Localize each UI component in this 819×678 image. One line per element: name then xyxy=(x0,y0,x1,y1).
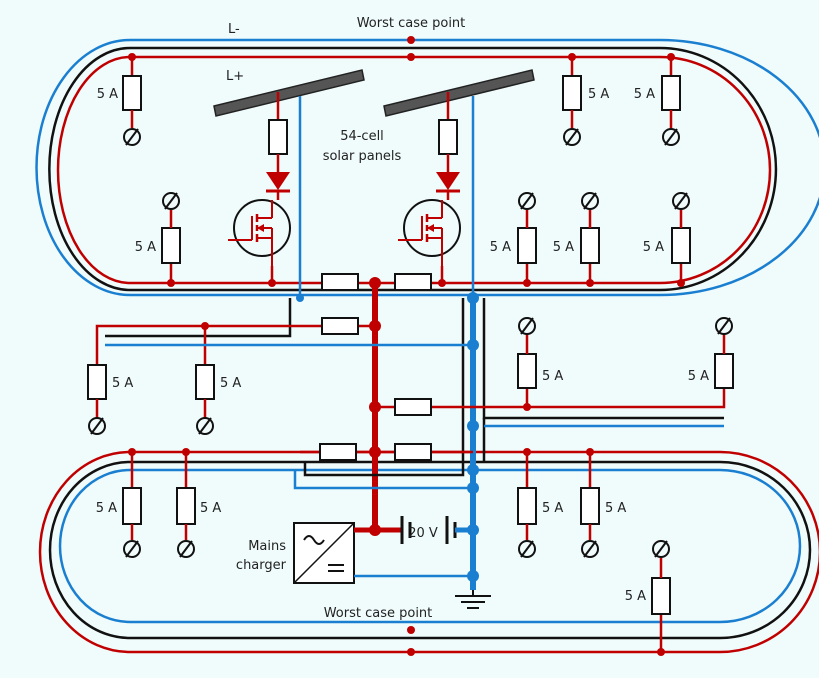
load-icon xyxy=(672,192,690,210)
diode-icon xyxy=(436,172,460,190)
worst-case-label-bottom: Worst case point xyxy=(324,606,433,621)
load-icon xyxy=(581,540,599,558)
solar-panel-left xyxy=(213,69,365,302)
mains-charger xyxy=(293,522,473,584)
l-plus-label: L+ xyxy=(226,69,244,84)
bottom-feed xyxy=(293,443,473,490)
l-minus-label: L- xyxy=(228,22,240,37)
fuse-rating-label: 5 A xyxy=(605,501,626,516)
fuse-rating-label: 5 A xyxy=(643,240,664,255)
fuse-rating-label: 5 A xyxy=(96,501,117,516)
load-icon xyxy=(715,317,733,335)
load-icon xyxy=(652,540,670,558)
load-icon xyxy=(518,317,536,335)
fuse-rating-label: 5 A xyxy=(553,240,574,255)
load-icon xyxy=(162,192,180,210)
load-icon xyxy=(518,540,536,558)
load-icon xyxy=(88,417,106,435)
fuse-rating-label: 5 A xyxy=(588,87,609,102)
battery-label: 20 V xyxy=(408,526,438,541)
load-icon xyxy=(123,540,141,558)
diode-icon xyxy=(266,172,290,190)
fuse-rating-label: 5 A xyxy=(135,240,156,255)
charger-label-line2: charger xyxy=(236,558,287,573)
load-icon xyxy=(177,540,195,558)
load-icon xyxy=(518,192,536,210)
left-feeder xyxy=(87,317,473,435)
top-feed xyxy=(321,273,432,291)
bottom-loop-loads xyxy=(122,448,671,656)
load-icon xyxy=(662,128,680,146)
load-icon xyxy=(123,128,141,146)
top-loop xyxy=(35,38,819,297)
top-loop-loads xyxy=(122,36,691,287)
fuse-rating-label: 5 A xyxy=(112,376,133,391)
load-icon xyxy=(563,128,581,146)
ac-icon xyxy=(303,535,325,545)
central-bus xyxy=(105,282,724,590)
load-icon xyxy=(196,417,214,435)
junction-dots xyxy=(369,277,479,582)
load-icon xyxy=(581,192,599,210)
fuse-rating-label: 5 A xyxy=(490,240,511,255)
fuse-rating-label: 5 A xyxy=(688,369,709,384)
worst-case-label-top: Worst case point xyxy=(357,16,466,31)
fuse-rating-label: 5 A xyxy=(97,87,118,102)
solar-label-line1: 54-cell xyxy=(340,129,384,144)
right-feeder xyxy=(375,317,734,428)
fuse-rating-label: 5 A xyxy=(634,87,655,102)
solar-label-line2: solar panels xyxy=(323,149,402,164)
charger-label-line1: Mains xyxy=(248,539,286,554)
ground-icon xyxy=(455,590,491,609)
fuse-rating-label: 5 A xyxy=(220,376,241,391)
solar-panel-right xyxy=(383,69,535,298)
mosfet-icon xyxy=(396,198,462,268)
bottom-loop xyxy=(38,450,819,654)
fuse-rating-label: 5 A xyxy=(625,589,646,604)
fuse-rating-label: 5 A xyxy=(542,369,563,384)
mosfet-icon xyxy=(226,198,292,268)
fuse-rating-label: 5 A xyxy=(200,501,221,516)
fuse-rating-label: 5 A xyxy=(542,501,563,516)
